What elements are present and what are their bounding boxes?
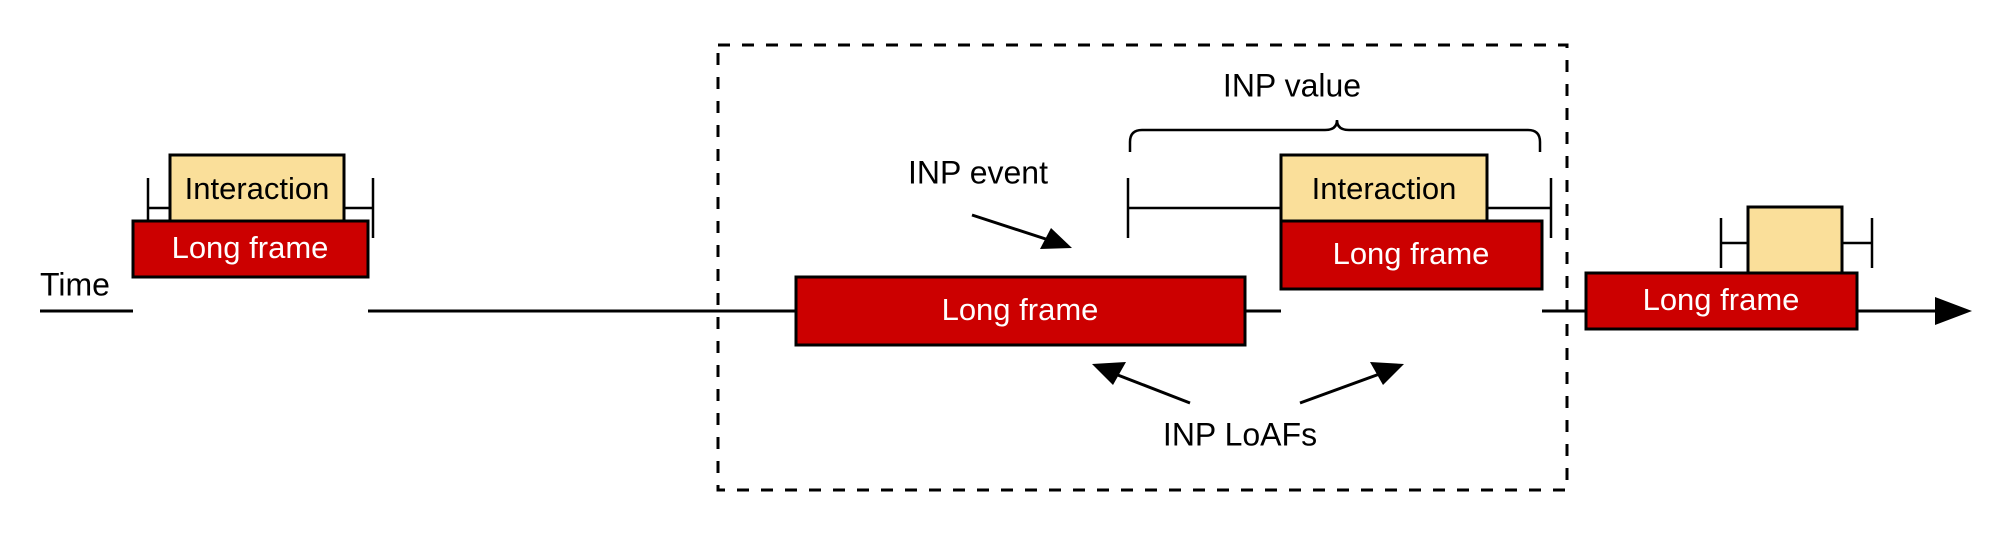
- interaction-3-errorbar: [1719, 218, 1874, 268]
- inp-event-annotation: INP event: [908, 154, 1072, 249]
- inp-value-label: INP value: [1223, 67, 1361, 103]
- inp-event-arrow-icon: [1040, 228, 1072, 249]
- inp-loafs-arrow-right-line: [1299, 370, 1386, 405]
- long-frame-label-2: Long frame: [942, 292, 1099, 327]
- interaction-box-1: [168, 153, 346, 225]
- long-frame-box-4: [1584, 271, 1859, 331]
- inp-loafs-arrow-left-icon: [1092, 362, 1126, 385]
- long-frame-label-4: Long frame: [1643, 282, 1800, 317]
- frame-group-3: Interaction Long frame: [1126, 153, 1553, 291]
- inp-value-brace-icon: [1128, 119, 1542, 152]
- interaction-box-3: [1746, 205, 1844, 277]
- interaction-label-1: Interaction: [185, 171, 330, 206]
- interaction-box-2: [1279, 153, 1489, 225]
- time-axis-caption: Time: [40, 266, 110, 302]
- inp-loafs-arrow-left-line: [1109, 370, 1191, 405]
- time-axis: [40, 297, 1972, 325]
- long-frame-label-1: Long frame: [172, 230, 329, 265]
- inp-event-label: INP event: [908, 154, 1048, 190]
- frame-group-1: Interaction Long frame: [131, 153, 375, 279]
- long-frame-box-1: [131, 219, 370, 279]
- long-frame-box-3: [1279, 219, 1544, 291]
- inp-value-annotation: INP value: [1128, 67, 1542, 152]
- inp-loafs-arrow-right-icon: [1370, 362, 1404, 385]
- inp-loafs-label: INP LoAFs: [1163, 416, 1317, 452]
- long-frame-label-3: Long frame: [1333, 236, 1490, 271]
- inp-event-arrow-line: [971, 213, 1059, 245]
- interaction-2-errorbar: [1126, 178, 1553, 238]
- frame-group-2: Long frame: [794, 275, 1247, 347]
- frame-group-4: Long frame: [1584, 205, 1874, 331]
- axis-right-arrow-icon: [1935, 297, 1972, 325]
- inp-loafs-annotation: INP LoAFs: [1092, 362, 1404, 452]
- interaction-label-2: Interaction: [1312, 171, 1457, 206]
- long-frame-box-2: [794, 275, 1247, 347]
